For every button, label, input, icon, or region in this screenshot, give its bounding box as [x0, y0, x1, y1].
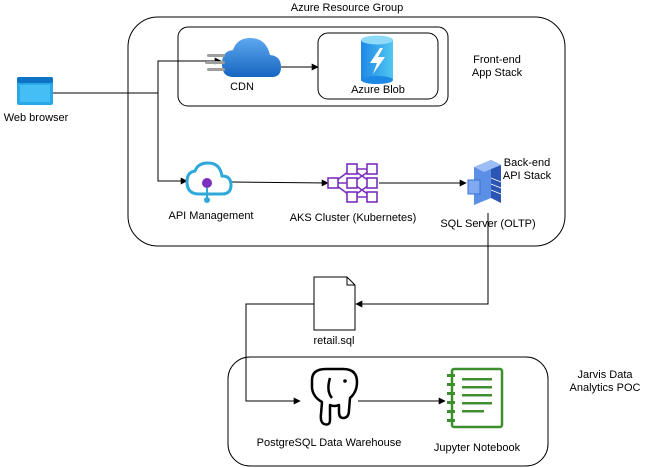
backend-stack-label-line1: Back-end — [503, 157, 551, 169]
frontend-stack-box — [177, 26, 449, 107]
jupyter-label: Jupyter Notebook — [433, 442, 521, 454]
frontend-stack-label: Front-end App Stack — [472, 54, 522, 80]
frontend-stack-label-line2: App Stack — [471, 67, 523, 79]
cloud-icon — [205, 38, 281, 77]
jarvis-poc-label-line2: Analytics POC — [569, 382, 641, 394]
jarvis-poc-label: Jarvis Data Analytics POC — [570, 369, 641, 395]
backend-stack-label-line2: API Stack — [502, 170, 552, 182]
connector-retail-postgres — [245, 303, 314, 405]
document-icon — [313, 276, 356, 331]
backend-stack-label: Back-end API Stack — [503, 157, 551, 183]
elephant-icon — [310, 367, 359, 426]
postgres-label: PostgreSQL Data Warehouse — [256, 437, 402, 449]
api-management-label: API Management — [168, 210, 254, 222]
connector-sql-retail — [355, 213, 489, 308]
cdn-label: CDN — [230, 81, 254, 93]
jarvis-poc-label-line1: Jarvis Data — [577, 369, 633, 381]
api-gateway-icon — [185, 161, 233, 203]
connector-junction-apim — [157, 93, 188, 185]
connectors — [53, 57, 489, 405]
azure-blob-label: Azure Blob — [351, 84, 405, 96]
azure-resource-group-label: Azure Resource Group — [290, 2, 404, 14]
web-browser-label: Web browser — [3, 112, 69, 124]
connector-apim-aks — [230, 179, 329, 187]
sql-server-label: SQL Server (OLTP) — [440, 218, 536, 230]
browser-window-icon — [17, 77, 53, 105]
azure-resource-group-box — [127, 16, 566, 247]
notebook-icon — [447, 367, 504, 429]
database-server-icon — [467, 160, 502, 205]
retail-sql-label: retail.sql — [313, 335, 355, 347]
aks-label: AKS Cluster (Kubernetes) — [289, 212, 417, 224]
connector-junction-cdn — [157, 57, 222, 93]
kubernetes-cluster-icon — [327, 163, 378, 203]
frontend-stack-label-line1: Front-end — [473, 54, 521, 66]
storage-cylinder-icon — [361, 35, 393, 84]
jarvis-poc-box — [227, 356, 549, 467]
